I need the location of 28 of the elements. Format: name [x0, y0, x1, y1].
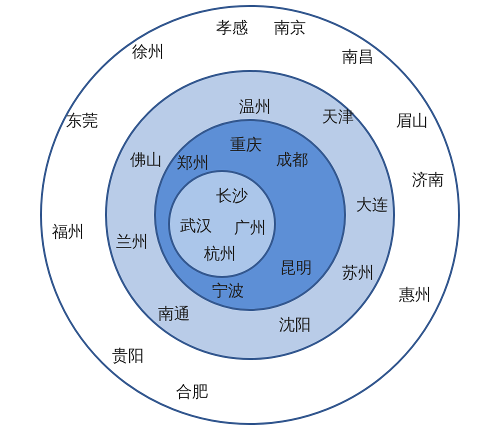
- city-label: 惠州: [399, 286, 431, 304]
- city-label: 杭州: [204, 245, 236, 263]
- city-label: 郑州: [177, 154, 209, 172]
- city-label: 天津: [322, 108, 354, 126]
- city-label: 成都: [276, 151, 308, 169]
- city-label: 合肥: [176, 383, 208, 401]
- city-label: 沈阳: [279, 316, 311, 334]
- city-label: 福州: [52, 223, 84, 241]
- city-label: 兰州: [116, 233, 148, 251]
- city-label: 南昌: [342, 48, 374, 66]
- city-label: 大连: [356, 196, 388, 214]
- city-label: 东莞: [66, 112, 98, 130]
- city-label: 长沙: [216, 187, 248, 205]
- city-label: 南通: [158, 305, 190, 323]
- city-label: 广州: [234, 219, 266, 237]
- city-label: 昆明: [280, 259, 312, 277]
- city-label: 徐州: [132, 43, 164, 61]
- city-label: 贵阳: [112, 347, 144, 365]
- city-label: 孝感: [216, 19, 248, 37]
- city-label: 眉山: [396, 112, 428, 130]
- city-label: 济南: [412, 171, 444, 189]
- city-label: 佛山: [130, 151, 162, 169]
- city-label: 苏州: [342, 264, 374, 282]
- city-label: 南京: [274, 19, 306, 37]
- city-label: 宁波: [212, 282, 244, 300]
- city-label: 温州: [239, 98, 271, 116]
- city-label: 重庆: [230, 136, 262, 154]
- city-label: 武汉: [180, 217, 212, 235]
